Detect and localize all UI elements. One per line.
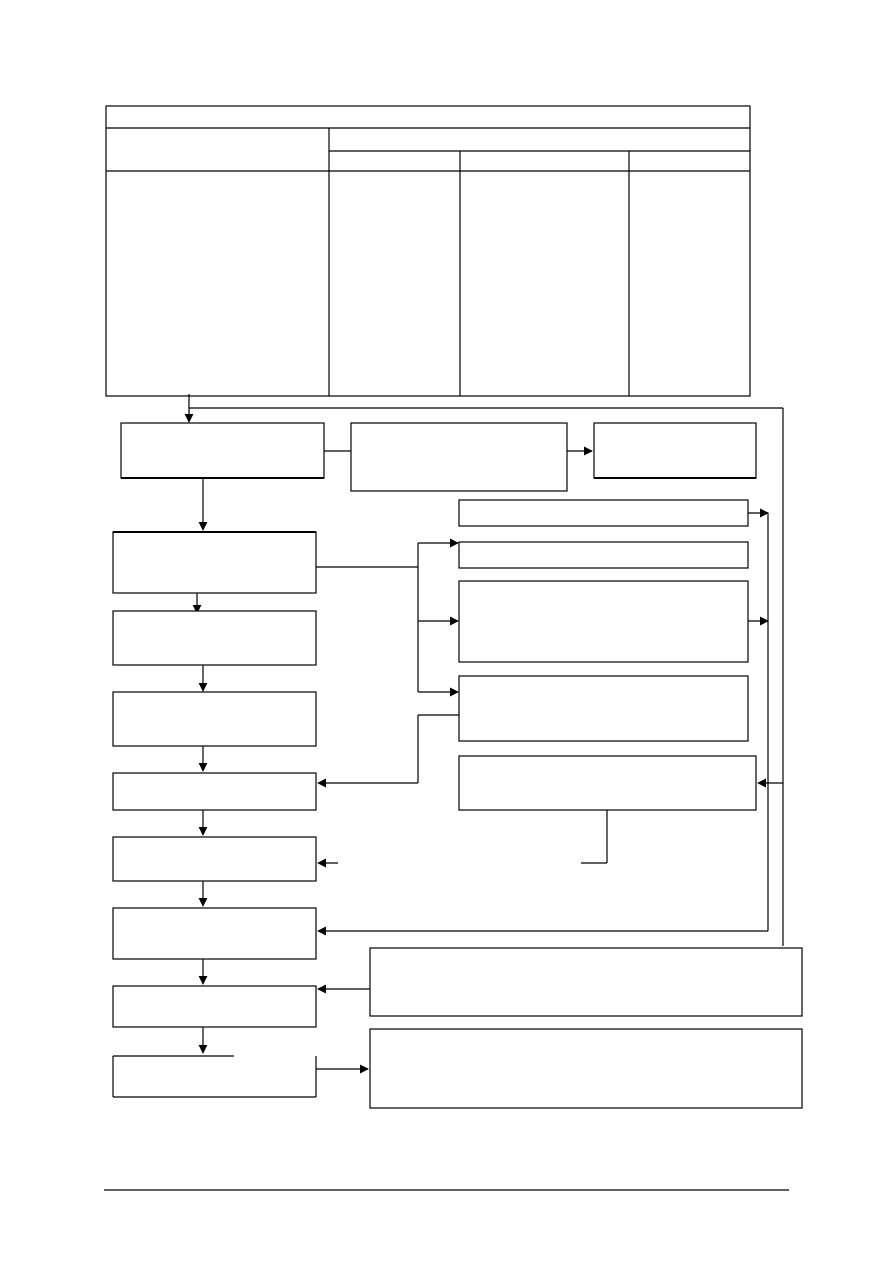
flow-box-bottom-2 — [369, 1028, 803, 1109]
flow-box-step-5 — [112, 772, 317, 811]
header-table — [105, 105, 751, 397]
flow-box-right-5 — [458, 755, 757, 811]
flow-box-step-1 — [120, 422, 325, 479]
feedback-loop-outer — [189, 407, 784, 946]
flow-box-bottom-1 — [369, 947, 803, 1017]
flow-box-branch-a — [350, 422, 568, 492]
flow-box-right-1 — [458, 499, 749, 527]
flow-box-step-9 — [112, 1055, 317, 1098]
connector-right-5-down — [581, 810, 608, 864]
flow-box-step-3 — [112, 610, 317, 666]
connector-right-4-to-step-5 — [317, 714, 459, 788]
feedback-loop-inner — [317, 508, 769, 936]
flow-box-right-4 — [458, 675, 749, 742]
flow-box-right-3 — [458, 580, 749, 663]
fanout-from-step-2 — [316, 538, 459, 697]
flow-box-step-7 — [112, 907, 317, 960]
flow-box-step-8 — [112, 985, 317, 1028]
flow-box-step-2 — [112, 531, 317, 594]
table-outline — [105, 105, 751, 397]
flow-box-step-6 — [112, 836, 317, 882]
flow-box-branch-b — [593, 422, 757, 479]
flow-box-right-2 — [458, 541, 749, 569]
flow-box-step-4 — [112, 691, 317, 747]
